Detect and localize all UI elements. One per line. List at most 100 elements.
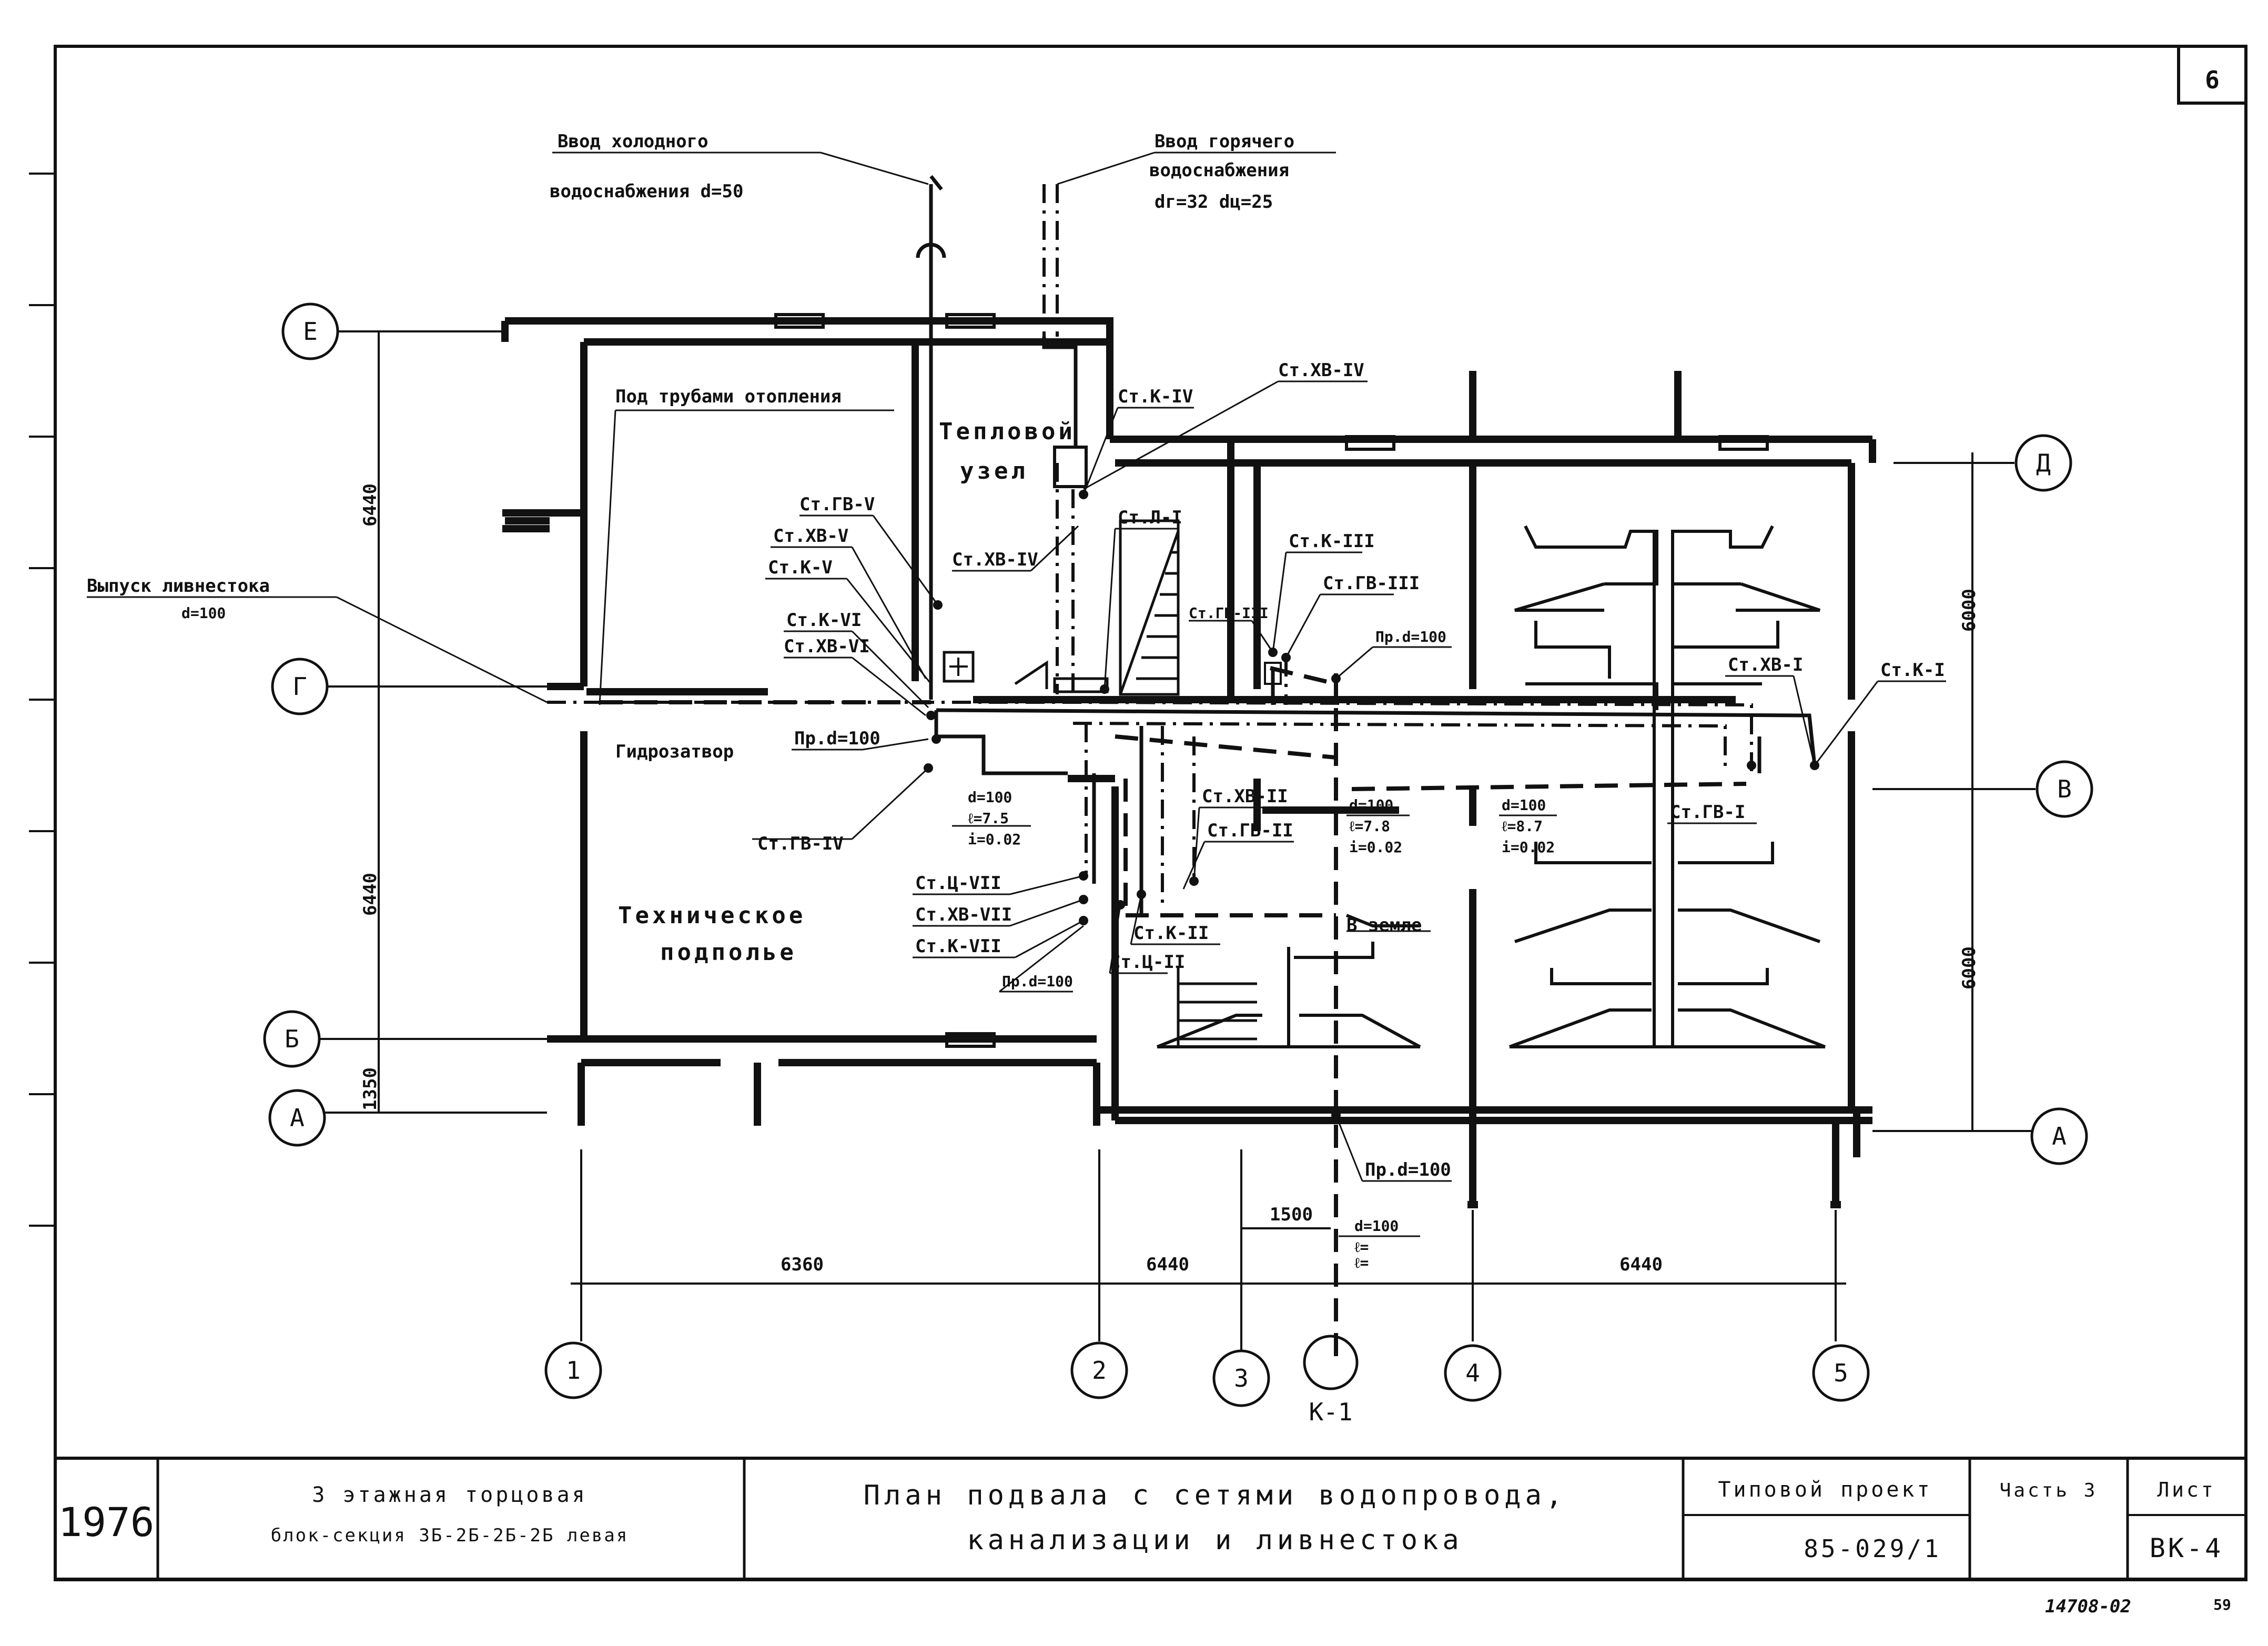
axis-label-v: В <box>2057 775 2072 803</box>
title-year: 1976 <box>58 1499 154 1546</box>
hot-inlet-label-2: водоснабжения <box>1149 160 1289 181</box>
binding-ticks <box>29 173 55 1227</box>
riser-label: Ст.Л-I <box>1118 507 1182 528</box>
corner-box <box>2177 45 2247 105</box>
riser-label: Ст.К-III <box>1289 531 1375 552</box>
cold-inlet-label-1: Ввод холодного <box>558 131 708 152</box>
archive-stamp: 14708-02 <box>2045 1596 2131 1617</box>
heat-node-label-1: Тепловой <box>939 418 1076 445</box>
axis-label-a-right: А <box>2052 1122 2067 1150</box>
axis-label-2: 2 <box>1092 1356 1107 1385</box>
hot-inlet-label-1: Ввод горячего <box>1155 131 1294 152</box>
title-sheet-label: Лист <box>2157 1478 2216 1501</box>
title-part-label: Часть 3 <box>2000 1480 2098 1501</box>
axis-bubble-4 <box>1444 1344 1502 1402</box>
riser-label: Пр.d=100 <box>1002 973 1073 990</box>
riser-label: Ст.ХВ-IV <box>952 549 1038 570</box>
pipe-spec-b-diameter: d=100 <box>1349 796 1393 814</box>
pipe-spec-d-diameter: d=100 <box>1354 1217 1399 1235</box>
riser-label: Пр.d=100 <box>1375 628 1446 645</box>
sewer-well-label: К-1 <box>1309 1398 1352 1426</box>
riser-label: Ст.К-I <box>1880 660 1945 681</box>
riser-label: Ст.ХВ-VI <box>784 636 870 657</box>
cold-inlet-label-2: водоснабжения d=50 <box>550 181 743 202</box>
axis-bubble-d <box>2014 434 2072 492</box>
title-sheet-line-2: канализации и ливнестока <box>967 1524 1463 1556</box>
riser-label: Ст.К-IV <box>1118 386 1193 407</box>
riser-label: Ст.ГВ-II <box>1207 820 1293 841</box>
pipe-spec-a-diameter: d=100 <box>968 789 1012 806</box>
title-project-label: Типовой проект <box>1718 1478 1932 1502</box>
axis-lines <box>318 330 2036 1352</box>
leader-lines <box>87 152 1946 1237</box>
fixtures <box>1156 525 1826 1048</box>
pipe-spec-b-length: ℓ=7.8 <box>1349 817 1390 835</box>
riser-label: Ст.К-V <box>768 557 833 578</box>
axis-bubble-g <box>271 658 329 715</box>
axis-bubble-b <box>263 1010 321 1068</box>
drain-outlet-label: Выпуск ливнестока <box>87 575 270 597</box>
title-block <box>54 1457 2247 1581</box>
riser-label: Ст.ГВ-III <box>1189 604 1269 622</box>
pipe-spec-c-diameter: d=100 <box>1502 796 1546 814</box>
in-ground-label: В земле <box>1346 915 1422 936</box>
title-object-line-2: блок-секция 3Б-2Б-2Б-2Б левая <box>271 1525 629 1546</box>
riser-label: Ст.ГВ-IV <box>757 833 844 854</box>
riser-label: Ст.ХВ-I <box>1728 654 1803 675</box>
hot-inlet-label-3: dг=32 dц=25 <box>1155 191 1273 213</box>
dim-left-1: 6440 <box>360 483 381 527</box>
axis-label-g: Г <box>292 672 307 701</box>
pipe-spec-d-length-1: ℓ= <box>1354 1238 1369 1256</box>
pipe-spec-b-slope: i=0.02 <box>1349 839 1402 856</box>
pipe-spec-a-slope: i=0.02 <box>968 831 1021 848</box>
axis-bubble-1 <box>544 1341 602 1399</box>
pipe-spec-a-length: ℓ=7.5 <box>968 810 1009 827</box>
room-under-heating-label: Под трубами отопления <box>615 386 842 407</box>
riser-label: Ст.ХВ-II <box>1202 786 1288 807</box>
hydro-seal-label: Гидрозатвор <box>615 741 734 762</box>
axis-label-e: Е <box>303 317 318 346</box>
riser-label: Ст.ХВ-V <box>773 526 848 547</box>
axis-label-b: Б <box>285 1025 299 1053</box>
pipe-spec-c-length: ℓ=8.7 <box>1502 817 1543 835</box>
dim-bottom-2: 6440 <box>1146 1254 1189 1275</box>
riser-label: Ст.ХВ-VII <box>915 904 1012 925</box>
sheet-frame <box>54 45 2247 1581</box>
title-sheet-line-1: План подвала с сетями водопровода, <box>864 1480 1566 1511</box>
sewer-well-k1 <box>1303 1335 1359 1390</box>
dim-left-3: 1350 <box>360 1067 381 1110</box>
axis-bubble-a-right <box>2030 1107 2088 1165</box>
riser-label: Ст.К-VII <box>915 936 1001 957</box>
dim-bottom-3: 6440 <box>1619 1254 1663 1275</box>
dim-left-2: 6440 <box>360 873 381 916</box>
archive-stamp-extra: 59 <box>2213 1596 2231 1613</box>
axis-label-5: 5 <box>1834 1359 1848 1387</box>
pipe-network <box>547 175 1819 1368</box>
pipe-spec-c-slope: i=0.02 <box>1502 839 1555 856</box>
riser-label: Ст.Ц-VII <box>915 873 1001 894</box>
drawing-labels: Ввод холодного водоснабжения d=50 Ввод г… <box>87 131 1945 1271</box>
pipe-spec-d-length-2: ℓ= <box>1354 1254 1369 1271</box>
axis-label-a-left: А <box>290 1104 305 1132</box>
riser-label: Ст.Ц-II <box>1110 952 1185 973</box>
axis-label-d: Д <box>2036 449 2051 477</box>
corner-label: 6 <box>2205 66 2220 94</box>
axis-bubble-5 <box>1812 1344 1870 1402</box>
axis-bubble-e <box>281 302 339 360</box>
title-sheet-number: ВК-4 <box>2150 1533 2223 1563</box>
axis-bubble-3 <box>1212 1349 1270 1407</box>
riser-label: Ст.ГВ-V <box>799 494 875 515</box>
title-project-number: 85-029/1 <box>1804 1534 1941 1563</box>
dim-right-2: 6000 <box>1959 946 1980 989</box>
dim-right-1: 6000 <box>1959 589 1980 632</box>
staircase <box>1119 519 1257 1047</box>
heat-node-label-2: узел <box>960 458 1028 484</box>
axis-bubble-a-left <box>268 1089 326 1147</box>
axis-bubble-2 <box>1070 1341 1128 1399</box>
axis-label-4: 4 <box>1465 1359 1480 1387</box>
axis-bubble-v <box>2036 760 2093 818</box>
axis-label-3: 3 <box>1234 1364 1249 1392</box>
drain-outlet-diameter: d=100 <box>181 604 226 622</box>
dim-bottom-1: 6360 <box>781 1254 824 1275</box>
